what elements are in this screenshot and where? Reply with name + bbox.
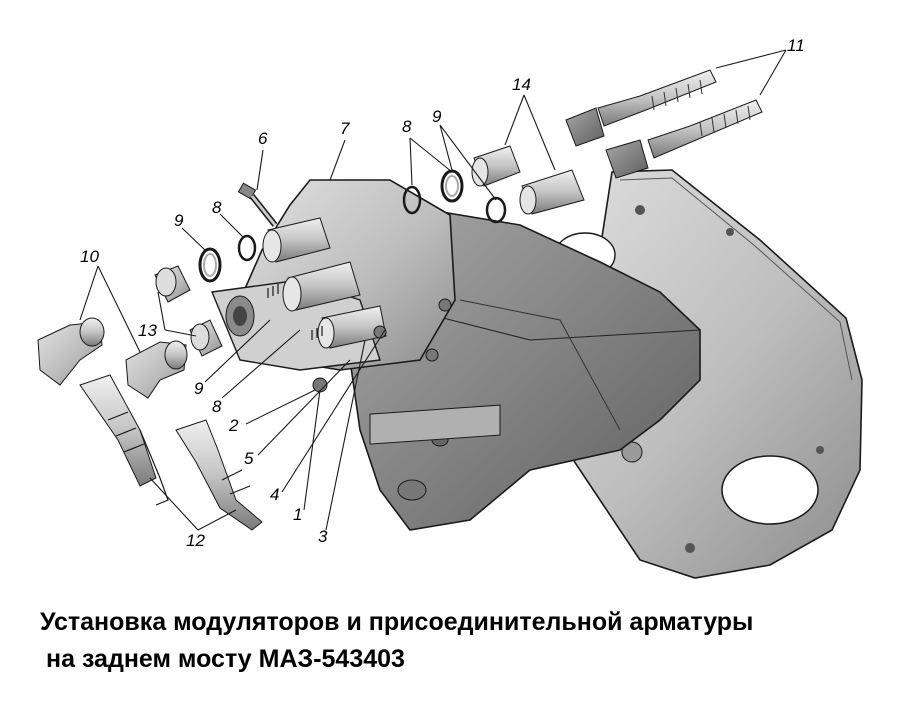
leader-lines xyxy=(79,49,787,531)
modulator-port-middle xyxy=(282,261,361,312)
callout-3: 3 xyxy=(318,527,328,546)
callout-14: 14 xyxy=(512,75,531,94)
sensor-connectors xyxy=(565,69,763,179)
callout-9-left: 9 xyxy=(174,211,184,230)
seal-rings-right xyxy=(402,169,507,224)
callout-7: 7 xyxy=(340,119,350,138)
callout-5: 5 xyxy=(244,449,254,468)
callout-13: 13 xyxy=(138,321,157,340)
callout-11: 11 xyxy=(787,36,805,55)
callout-8-top: 8 xyxy=(402,117,412,136)
callouts: 1 2 3 4 5 6 7 8 8 8 9 9 9 10 11 12 13 14 xyxy=(80,36,805,550)
seal-rings-left xyxy=(198,234,257,283)
callout-8-left: 8 xyxy=(212,198,222,217)
callout-8-bottom: 8 xyxy=(212,397,222,416)
callout-12: 12 xyxy=(186,531,205,550)
elbow-fittings xyxy=(37,317,188,399)
caption-line-2: на заднем мосту МАЗ-543403 xyxy=(46,645,405,673)
modulator-port-upper xyxy=(262,217,331,263)
bracket-hole xyxy=(721,455,819,525)
caption-line-1: Установка модуляторов и присоединительно… xyxy=(40,608,754,636)
union-nuts xyxy=(154,265,223,357)
bolt xyxy=(237,182,278,227)
hose-fittings xyxy=(79,374,263,531)
callout-10: 10 xyxy=(80,247,99,266)
callout-2: 2 xyxy=(228,416,239,435)
callout-4: 4 xyxy=(270,485,279,504)
callout-1: 1 xyxy=(293,505,302,524)
modulator-port-lower xyxy=(317,305,387,349)
exploded-assembly-diagram: 1 2 3 4 5 6 7 8 8 8 9 9 9 10 11 12 13 14 xyxy=(37,36,863,579)
adapters xyxy=(471,145,585,215)
callout-9-top: 9 xyxy=(432,107,442,126)
callout-9-bottom: 9 xyxy=(194,379,204,398)
modulator-body xyxy=(211,179,456,393)
callout-6: 6 xyxy=(258,129,268,148)
